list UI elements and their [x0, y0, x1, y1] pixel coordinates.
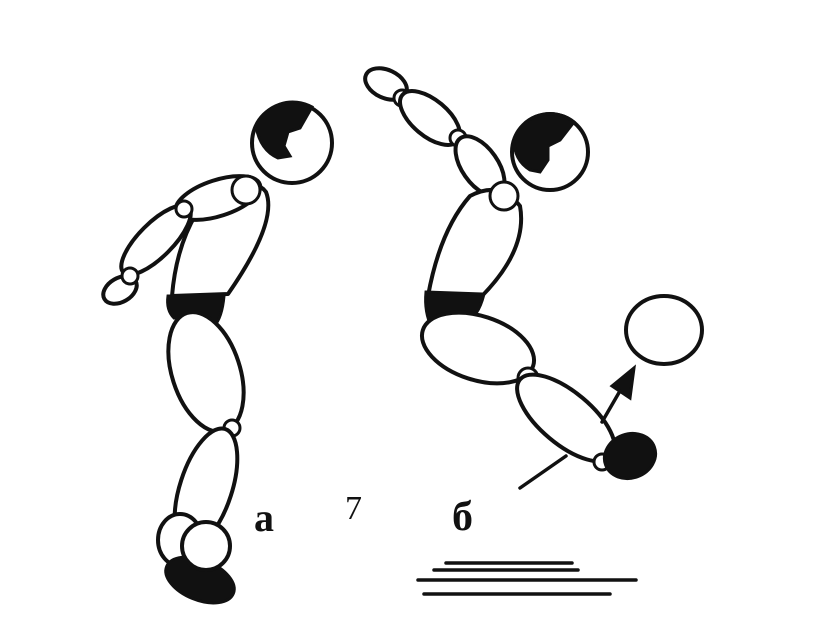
figure-b-thigh: [419, 310, 537, 386]
figure-number: 7: [345, 490, 362, 527]
figure-b-shoulder-joint: [488, 180, 520, 212]
figure-a-shoulder-joint: [230, 174, 262, 206]
figure-a-standing-gymnast: [101, 100, 334, 605]
ball: [624, 294, 704, 366]
arrow-up-icon: [600, 364, 636, 424]
figure-a-wrist-joint: [120, 266, 140, 286]
floor-lines: [416, 561, 638, 596]
figure-b-foot: [602, 431, 658, 481]
label-a: а: [254, 495, 274, 540]
label-b: б: [452, 494, 473, 540]
figure-b-head: [510, 112, 590, 192]
figure-a-thigh: [166, 310, 246, 434]
figure-a-ankle: [180, 520, 232, 572]
approach-line: [518, 454, 568, 490]
figure-a-head: [250, 100, 334, 185]
figure-b-jumping-gymnast: [363, 66, 704, 490]
figure-a-elbow-joint: [174, 199, 194, 219]
